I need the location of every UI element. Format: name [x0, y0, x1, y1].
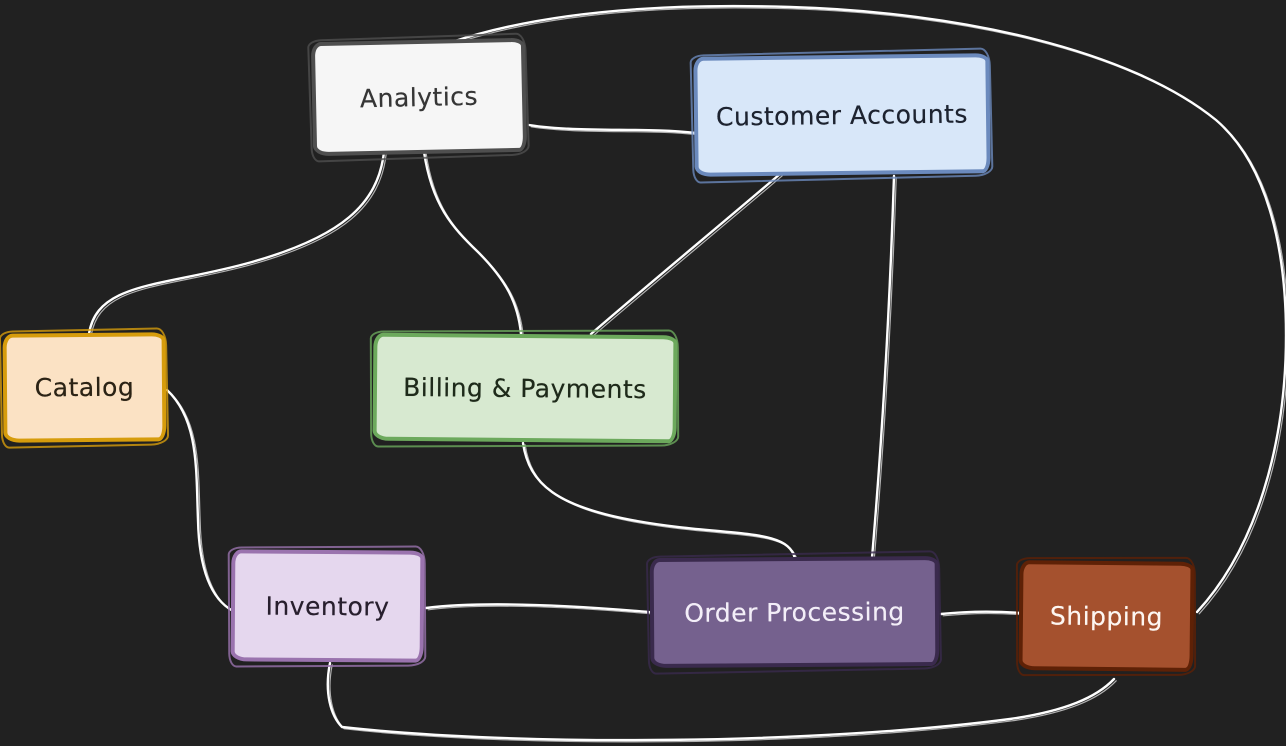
edge-inventory-shipping[interactable] [326, 661, 1116, 742]
node-analytics-label: Analytics [359, 81, 479, 113]
edge-customer-accounts-order-processing[interactable] [870, 174, 896, 560]
node-shipping-label: Shipping [1049, 600, 1164, 632]
node-catalog-label: Catalog [34, 372, 135, 403]
node-customer-accounts[interactable]: Customer Accounts [693, 53, 991, 177]
node-inventory-label: Inventory [265, 591, 390, 621]
node-analytics[interactable]: Analytics [310, 37, 528, 157]
edge-order-processing-shipping[interactable] [939, 610, 1023, 616]
edge-billing-payments-order-processing[interactable] [521, 441, 797, 561]
edge-customer-accounts-billing-payments[interactable] [589, 172, 782, 336]
edge-catalog-inventory[interactable] [165, 388, 235, 613]
node-billing-payments-label: Billing & Payments [403, 372, 647, 404]
node-order-processing[interactable]: Order Processing [649, 555, 940, 669]
node-customer-accounts-label: Customer Accounts [715, 98, 969, 132]
edge-analytics-billing-payments[interactable] [422, 150, 523, 336]
node-catalog[interactable]: Catalog [2, 332, 167, 443]
edge-analytics-customer-accounts[interactable] [527, 123, 698, 135]
node-shipping[interactable]: Shipping [1018, 560, 1195, 672]
node-order-processing-label: Order Processing [684, 596, 905, 628]
edge-analytics-catalog[interactable] [87, 150, 386, 336]
node-billing-payments[interactable]: Billing & Payments [372, 332, 678, 444]
edge-inventory-order-processing[interactable] [424, 603, 651, 614]
node-inventory[interactable]: Inventory [230, 549, 425, 663]
